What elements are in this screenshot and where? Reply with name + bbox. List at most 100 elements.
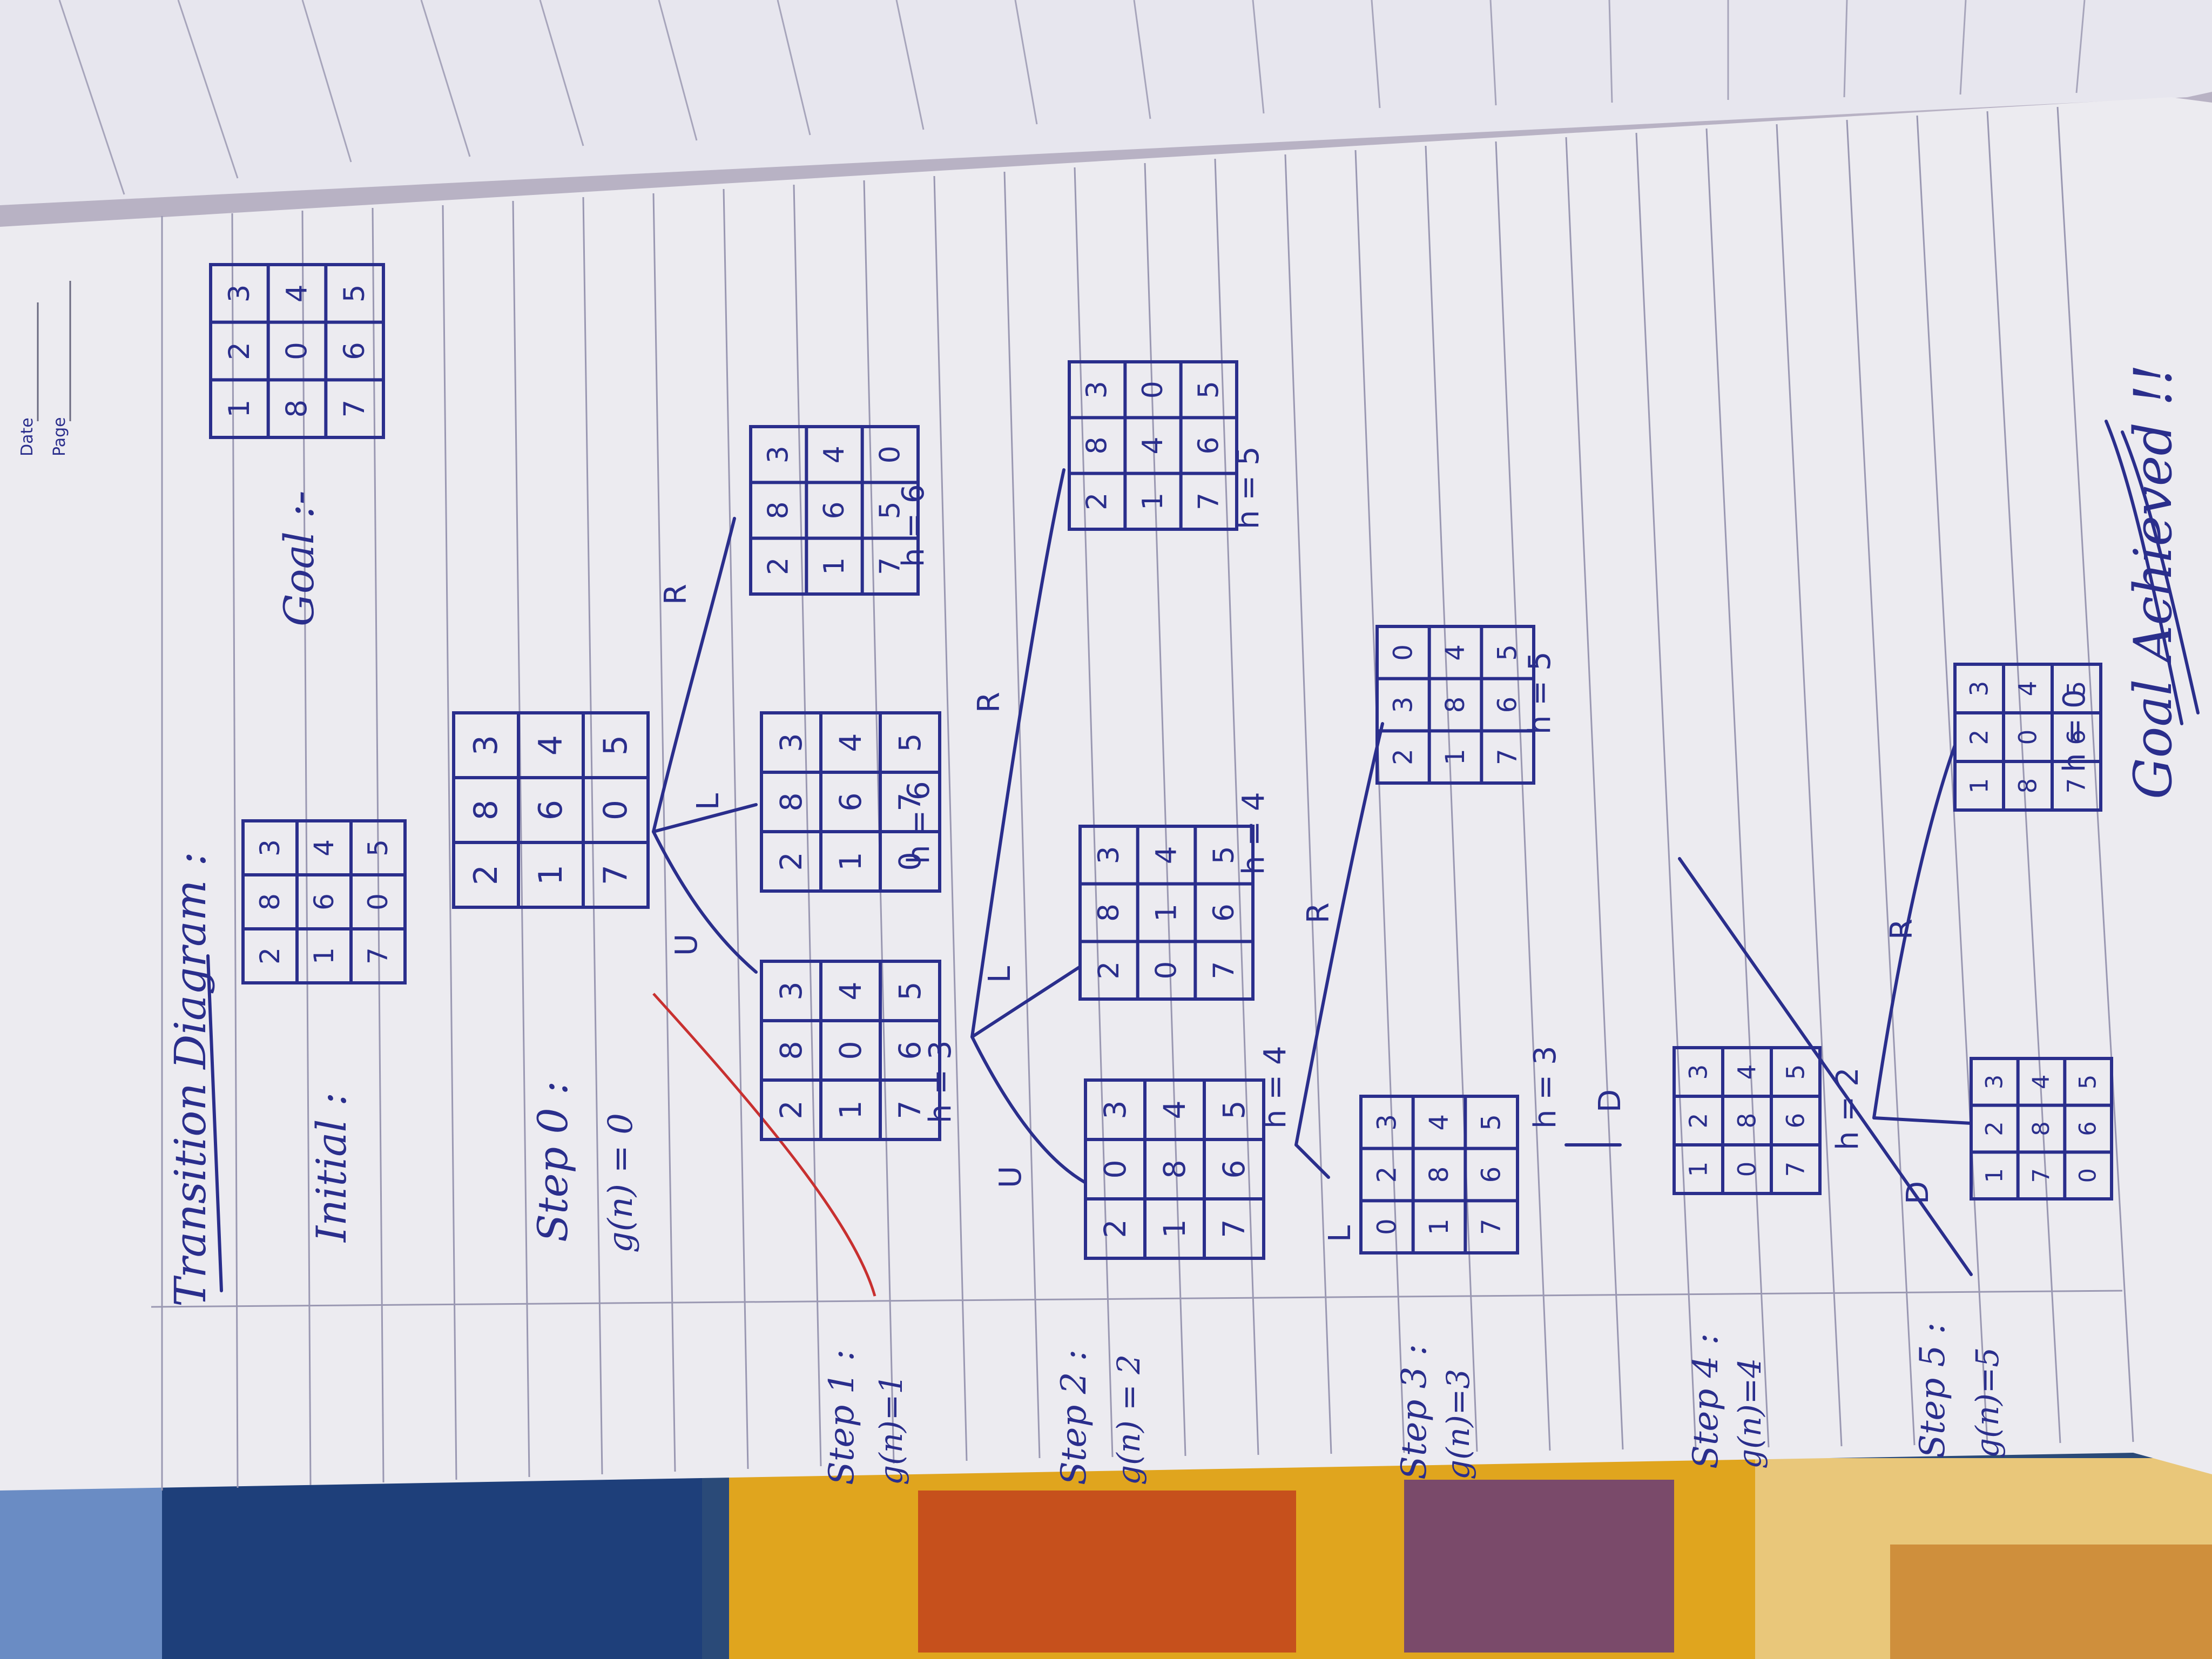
tile: 5 (1192, 381, 1225, 399)
red-annotation-line (652, 993, 876, 1297)
tile: 2 (1372, 1166, 1402, 1183)
tile: 8 (2028, 1121, 2055, 1136)
tile: 7 (338, 400, 371, 418)
board-frame (1375, 625, 1535, 785)
step2-label: Step 2 : (1054, 1350, 1094, 1485)
tile: 2 (774, 1101, 808, 1120)
tile: 2 (1092, 961, 1125, 980)
board-frame (241, 819, 407, 984)
tile: 6 (1192, 436, 1225, 454)
tile: 0 (1150, 961, 1183, 980)
tile: 2 (254, 947, 286, 965)
move-s1-l: L (982, 966, 1017, 983)
tile: 3 (1684, 1064, 1713, 1080)
tile: 3 (223, 284, 256, 302)
title-underline (206, 954, 223, 1292)
h-s1-r: h = 6 (896, 484, 931, 567)
tile: 5 (874, 501, 906, 519)
page-title: Transition Diagram : (165, 852, 215, 1307)
tile: 6 (1493, 697, 1523, 713)
tile: 6 (1476, 1166, 1507, 1183)
move-s4-r: R (1884, 919, 1919, 940)
h-s4-d: h = 2 (1830, 1067, 1865, 1150)
tile: 0 (2075, 1168, 2102, 1183)
edge-s1-u (970, 1035, 1087, 1184)
step4-g: g(n)=4 (1731, 1358, 1768, 1469)
tile: 8 (1424, 1166, 1454, 1183)
tile: 7 (1476, 1218, 1507, 1235)
h-s3-l: h = 3 (1528, 1046, 1563, 1129)
tile: 0 (281, 342, 314, 360)
step5-label: Step 5 : (1913, 1323, 1953, 1458)
notebook-page (0, 97, 2212, 1491)
page-label: Page (50, 417, 69, 456)
tile: 2 (1388, 748, 1418, 765)
tile: 1 (1424, 1218, 1454, 1235)
tile: 2 (1098, 1219, 1132, 1238)
tile: 8 (1157, 1160, 1192, 1179)
h-s1-l: h = 6 (901, 781, 936, 864)
tile: 4 (1440, 644, 1471, 661)
tile: 5 (362, 839, 394, 857)
tile: 5 (2075, 1075, 2102, 1089)
tile: 0 (893, 852, 927, 871)
tile: 1 (833, 1101, 868, 1120)
tile: 1 (833, 852, 868, 871)
move-s1-u: U (993, 1166, 1028, 1188)
tile: 7 (893, 793, 927, 812)
tile: 7 (893, 1101, 927, 1120)
date-page-header: Date Page (18, 281, 71, 456)
tile: 2 (1965, 730, 1994, 745)
tile: 2 (763, 557, 795, 575)
tile: 2 (223, 342, 256, 360)
edge-s1-l (970, 965, 1082, 1038)
board-frame (1084, 1078, 1265, 1260)
tile: 7 (597, 865, 635, 885)
board-frame (1953, 663, 2102, 812)
board-frame (760, 711, 941, 893)
tile: 8 (254, 893, 286, 911)
step3-g: g(n)=3 (1440, 1369, 1476, 1480)
tile: 6 (893, 1041, 927, 1060)
tile: 2 (1081, 493, 1114, 510)
move-s0-u: U (669, 934, 704, 956)
edge-s0-r (652, 517, 736, 833)
tile: 3 (774, 733, 808, 752)
tile: 6 (532, 800, 570, 820)
tile: 4 (2028, 1075, 2055, 1089)
step-labels: Initial : Goal :- Step 0 : g(n) = 0 Step… (275, 364, 2200, 1485)
tile: 0 (1388, 644, 1418, 661)
h-s3-r: h = 5 (1522, 651, 1557, 734)
step2-g: g(n) = 2 (1110, 1354, 1147, 1485)
tile: 5 (1493, 644, 1523, 661)
move-s2-l: L (1323, 1225, 1358, 1242)
tile: 3 (1372, 1114, 1402, 1131)
tile: 6 (1217, 1160, 1251, 1179)
tile: 0 (874, 446, 906, 463)
tile: 3 (1098, 1101, 1132, 1120)
tile: 7 (1782, 1162, 1810, 1177)
tree-edges (652, 468, 1973, 1276)
tile: 1 (308, 947, 340, 965)
tile: 4 (1150, 846, 1183, 864)
board-frame (1078, 825, 1255, 1001)
tile: 7 (362, 947, 394, 965)
tile: 5 (1782, 1064, 1810, 1080)
tile: 2 (467, 865, 505, 885)
tile: 8 (774, 1041, 808, 1060)
move-s2-r: R (1301, 902, 1336, 923)
tile: 8 (763, 501, 795, 519)
tile: 8 (281, 400, 314, 418)
goal-achieved-underline (2105, 420, 2183, 725)
tile: 3 (774, 982, 808, 1001)
step0-label: Step 0 : (529, 1081, 577, 1242)
tile: 4 (833, 982, 868, 1001)
tile: 3 (1388, 697, 1418, 713)
tile: 8 (1081, 436, 1114, 454)
